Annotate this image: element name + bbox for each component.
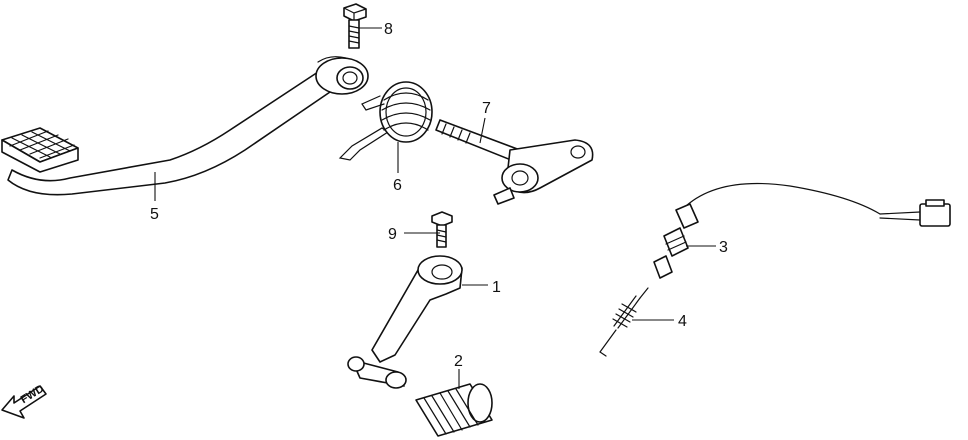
brake-shaft-arm [435,119,594,205]
callout-4: 4 [678,313,687,330]
callout-labels: 1 2 3 4 5 6 7 8 9 [150,21,728,370]
forward-direction-arrow: FWD [1,383,47,419]
leader-lines [154,27,716,389]
switch-spring [599,287,649,357]
callout-3: 3 [719,239,728,256]
callout-7: 7 [482,100,491,117]
pivot-bolt [343,3,367,49]
brake-pedal-lever [1,56,369,196]
callout-5: 5 [150,206,159,223]
return-spring [338,81,433,161]
callout-8: 8 [384,21,393,38]
lever-arm [347,255,463,389]
callout-9: 9 [388,226,397,243]
callout-6: 6 [393,177,402,194]
brake-light-switch [653,182,951,279]
callout-1: 1 [492,279,501,296]
rubber-footpeg [415,383,493,437]
callout-2: 2 [454,353,463,370]
lever-bolt [431,211,453,248]
